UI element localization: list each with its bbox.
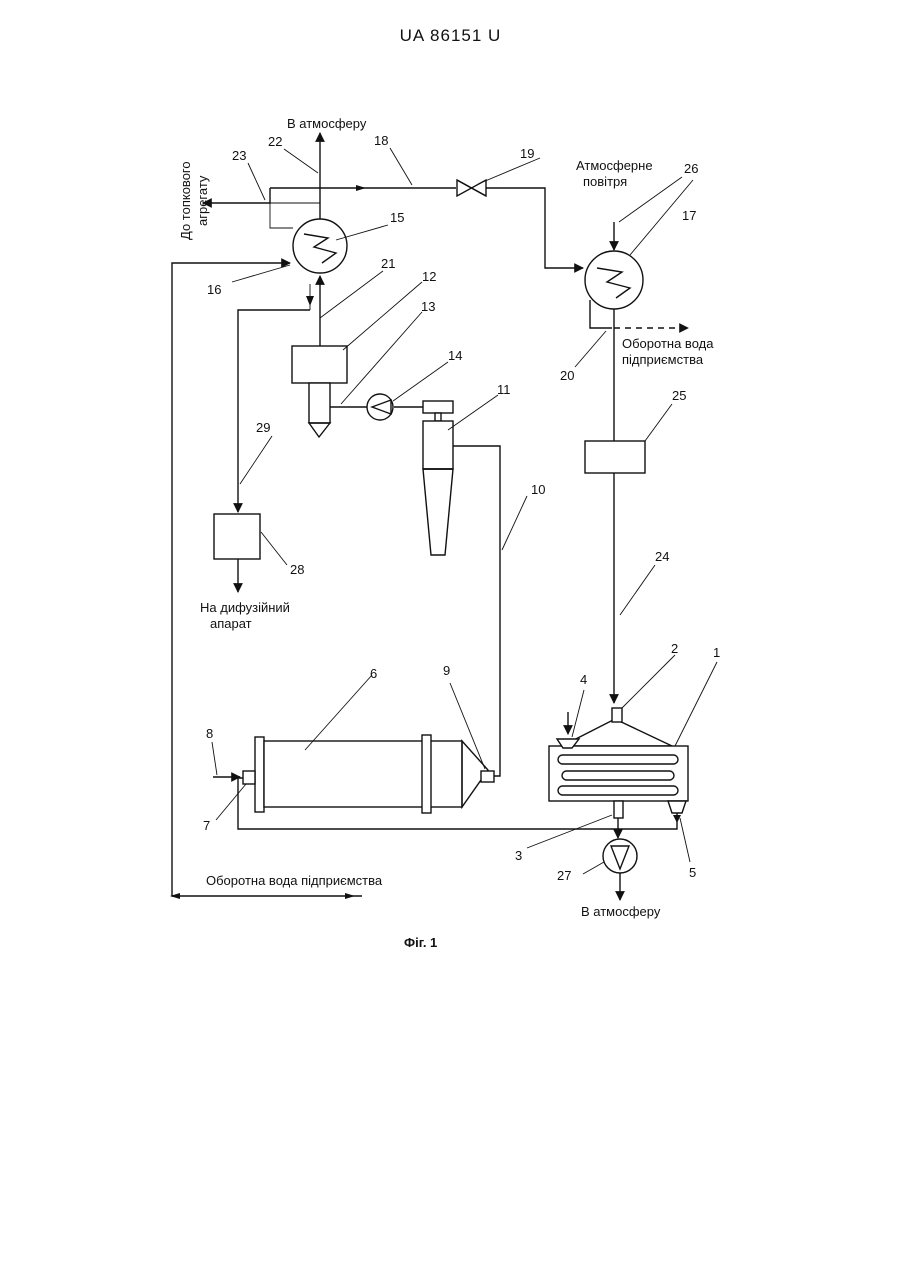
label-22: 22 (268, 134, 282, 149)
cooler-water-outlet (590, 300, 612, 328)
label-26: 26 (684, 161, 698, 176)
to-furnace-label-line1: До топкового (178, 161, 193, 240)
recycled-water-right-label-line2: підприємства (622, 352, 704, 367)
atmosphere-outlet-label: В атмосферу (287, 116, 367, 131)
label-17: 17 (682, 208, 696, 223)
to-diffuser-label-line1: На дифузійний (200, 600, 290, 615)
label-14: 14 (448, 348, 462, 363)
label-12: 12 (422, 269, 436, 284)
figure-caption: Фіг. 1 (404, 935, 437, 950)
label-2: 2 (671, 641, 678, 656)
label-3: 3 (515, 848, 522, 863)
label-23: 23 (232, 148, 246, 163)
label-13: 13 (421, 299, 435, 314)
exchanger-bypass-line (270, 203, 320, 228)
recycled-water-bottom-label: Оборотна вода підприємства (206, 873, 383, 888)
line-23-to-furnace (203, 188, 270, 203)
label-21: 21 (381, 256, 395, 271)
atmosphere-bottom-label: В атмосферу (581, 904, 661, 919)
label-6: 6 (370, 666, 377, 681)
pump-14 (367, 394, 393, 420)
air-cooler-17 (585, 251, 643, 309)
rotary-drum-6 (243, 735, 494, 813)
flow-arrow (345, 893, 355, 899)
label-29: 29 (256, 420, 270, 435)
label-28: 28 (290, 562, 304, 577)
unit-25 (585, 441, 645, 473)
flow-arrow (356, 185, 366, 191)
label-9: 9 (443, 663, 450, 678)
label-20: 20 (560, 368, 574, 383)
recycled-water-right-label-line1: Оборотна вода (622, 336, 714, 351)
heat-exchanger-15 (293, 219, 347, 273)
to-diffuser-label-line2: апарат (210, 616, 252, 631)
unit-28 (214, 514, 260, 559)
label-10: 10 (531, 482, 545, 497)
dryer-1 (549, 708, 688, 818)
fan-27 (603, 839, 637, 873)
cyclone-11 (423, 401, 453, 555)
label-7: 7 (203, 818, 210, 833)
to-furnace-label-line2: агрегату (195, 175, 210, 226)
line-10 (451, 446, 500, 776)
label-16: 16 (207, 282, 221, 297)
label-27: 27 (557, 868, 571, 883)
label-25: 25 (672, 388, 686, 403)
label-4: 4 (580, 672, 587, 687)
label-11: 11 (497, 382, 511, 397)
label-24: 24 (655, 549, 669, 564)
flow-arrow (306, 296, 314, 306)
label-5: 5 (689, 865, 696, 880)
label-15: 15 (390, 210, 404, 225)
label-18: 18 (374, 133, 388, 148)
atmospheric-air-label-line1: Атмосферне (576, 158, 653, 173)
scrubber-12 (292, 346, 347, 437)
label-19: 19 (520, 146, 534, 161)
atmospheric-air-label-line2: повітря (583, 174, 627, 189)
label-1: 1 (713, 645, 720, 660)
line-to-cooler-17 (486, 188, 583, 268)
line-29 (238, 310, 310, 512)
label-8: 8 (206, 726, 213, 741)
